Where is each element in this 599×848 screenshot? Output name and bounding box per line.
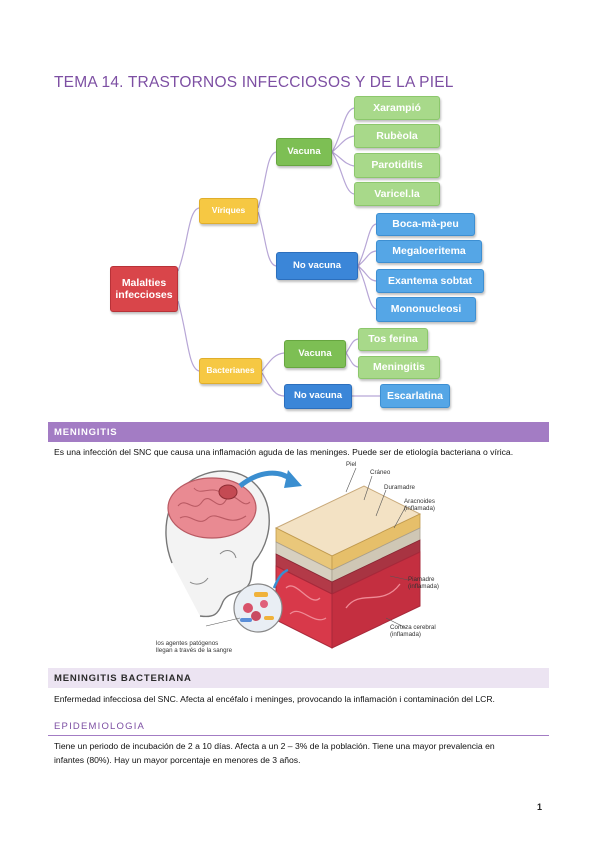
- node-mononucleosi: Mononucleosi: [376, 297, 476, 322]
- node-bacterianes-vacuna: Vacuna: [284, 340, 346, 368]
- epidemiologia-line-2: infantes (80%). Hay un mayor porcentaje …: [54, 755, 301, 765]
- infectious-diseases-diagram: Malalties infeccioses Víriques Vacuna Xa…: [96, 96, 494, 410]
- node-viriques-vacuna: Vacuna: [276, 138, 332, 166]
- label-agentes-1: los agentes patógenos: [156, 640, 219, 647]
- node-rubeola: Rubèola: [354, 124, 440, 148]
- meninges-illustration: Piel Cráneo Duramadre Aracnoides (inflam…: [150, 458, 450, 658]
- label-corteza-2: (inflamada): [390, 631, 421, 638]
- meningitis-bacteriana-text: Enfermedad infecciosa del SNC. Afecta al…: [54, 694, 495, 704]
- section-meningitis-bacteriana-heading: MENINGITIS BACTERIANA: [48, 668, 549, 688]
- epidemiologia-line-1: Tiene un periodo de incubación de 2 a 10…: [54, 741, 495, 751]
- label-piel: Piel: [346, 461, 357, 468]
- page-number: 1: [537, 802, 543, 812]
- section-epidemiologia-heading: EPIDEMIOLOGIA: [48, 718, 549, 736]
- label-duramadre: Duramadre: [384, 484, 415, 491]
- node-boca-ma-peu: Boca-mà-peu: [376, 213, 475, 236]
- meninges-drawing: [165, 467, 422, 649]
- label-agentes-2: llegan a través de la sangre: [156, 647, 233, 654]
- node-xarampio: Xarampió: [354, 96, 440, 120]
- node-escarlatina: Escarlatina: [380, 384, 450, 408]
- label-piamadre-2: (inflamada): [408, 583, 439, 590]
- label-corteza-1: Corteza cerebral: [390, 624, 436, 631]
- node-meningitis: Meningitis: [358, 356, 440, 379]
- page-title: TEMA 14. TRASTORNOS INFECCIOSOS Y DE LA …: [54, 74, 454, 91]
- node-parotiditis: Parotiditis: [354, 153, 440, 178]
- node-bacterianes: Bacterianes: [199, 358, 262, 384]
- diagram-connectors: [177, 107, 380, 397]
- node-viriques-no-vacuna: No vacuna: [276, 252, 358, 280]
- label-craneo: Cráneo: [370, 469, 391, 476]
- node-viriques: Víriques: [199, 198, 258, 224]
- label-piamadre-1: Piamadre: [408, 576, 435, 583]
- node-megaloeritema: Megaloeritema: [376, 240, 482, 263]
- label-aracnoides-2: (inflamada): [404, 505, 435, 512]
- node-exantema-sobtat: Exantema sobtat: [376, 269, 484, 293]
- node-bacterianes-no-vacuna: No vacuna: [284, 384, 352, 409]
- label-aracnoides-1: Aracnoides: [404, 498, 435, 505]
- node-varicella: Varicel.la: [354, 182, 440, 206]
- node-tos-ferina: Tos ferina: [358, 328, 428, 351]
- section-meningitis-heading: MENINGITIS: [48, 422, 549, 442]
- meningitis-text: Es una infección del SNC que causa una i…: [54, 447, 514, 457]
- node-root: Malalties infeccioses: [110, 266, 178, 312]
